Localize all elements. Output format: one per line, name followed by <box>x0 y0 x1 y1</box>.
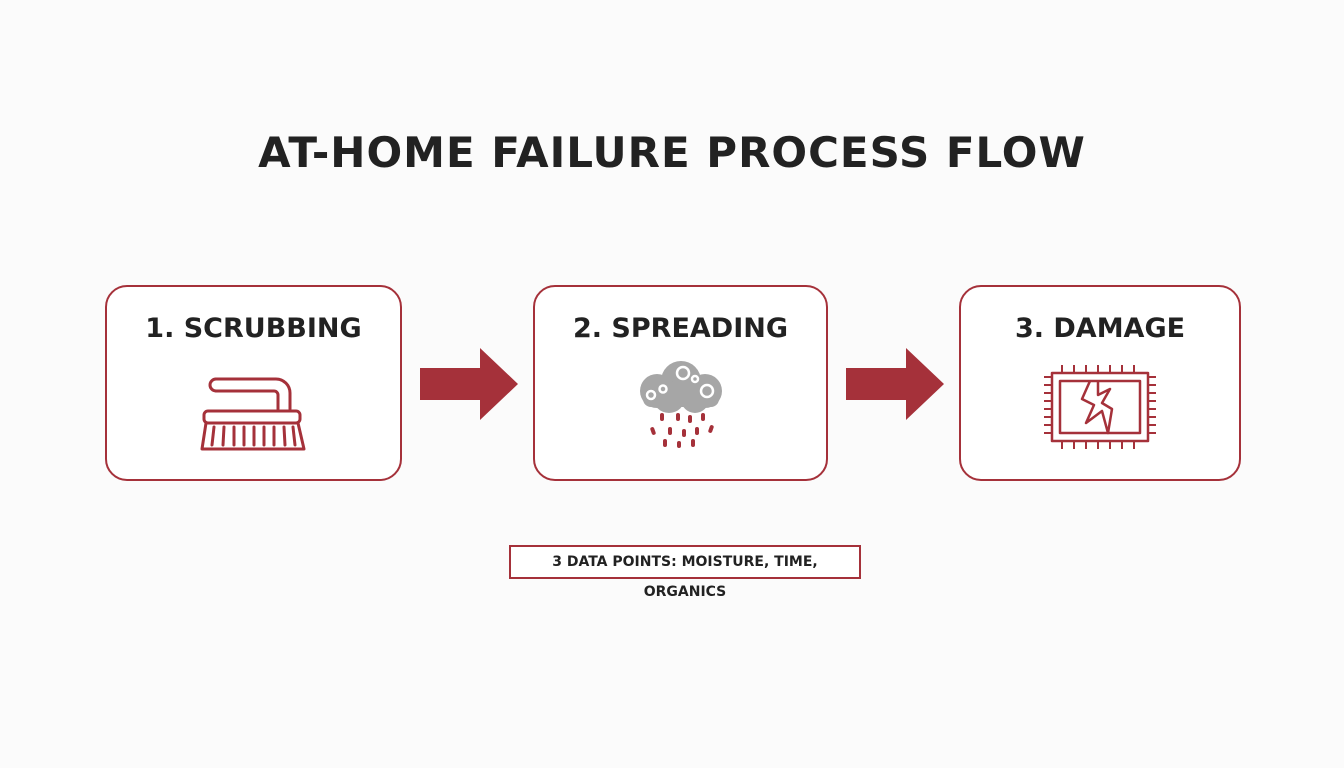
step-spreading: 2. SPREADING <box>533 285 828 481</box>
step-scrubbing: 1. SCRUBBING <box>105 285 402 481</box>
arrow-right-icon <box>846 348 944 420</box>
arrow-right-icon <box>420 348 518 420</box>
data-points-note: 3 DATA POINTS: MOISTURE, TIME, ORGANICS <box>509 545 861 600</box>
step-label: 1. SCRUBBING <box>145 313 362 344</box>
page-title: AT-HOME FAILURE PROCESS FLOW <box>258 128 1086 177</box>
step-label: 2. SPREADING <box>572 313 789 344</box>
spore-cloud-icon <box>639 361 722 448</box>
cracked-rug-icon <box>1044 365 1156 449</box>
step-label: 3. DAMAGE <box>1014 313 1186 344</box>
scrub-brush-icon <box>200 377 305 451</box>
step-damage: 3. DAMAGE <box>959 285 1241 481</box>
